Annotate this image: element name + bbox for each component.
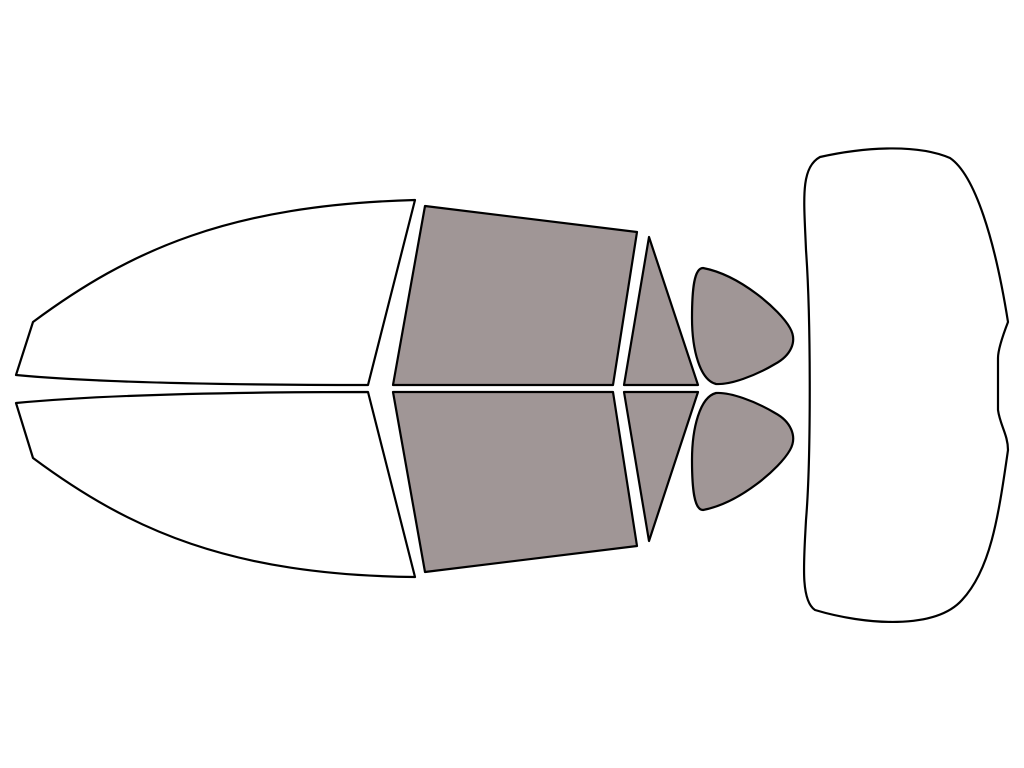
windshield-right-half[interactable] — [14, 390, 417, 579]
rear-window[interactable] — [802, 147, 1010, 624]
windshield-left-half[interactable] — [14, 198, 417, 387]
rear-door-window-top[interactable] — [622, 235, 700, 387]
front-door-window-bottom[interactable] — [391, 390, 639, 574]
quarter-window-bottom[interactable] — [690, 391, 795, 512]
front-door-window-top[interactable] — [391, 204, 639, 387]
quarter-window-top[interactable] — [690, 266, 795, 386]
rear-door-window-bottom[interactable] — [622, 390, 700, 543]
